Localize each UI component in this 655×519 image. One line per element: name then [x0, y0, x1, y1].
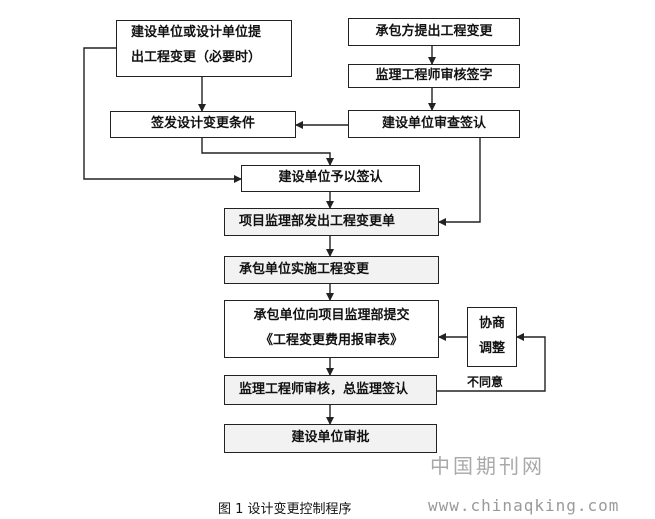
node-issue-design-change: 签发设计变更条件 — [110, 111, 296, 138]
node-owner-signs-off: 建设单位予以签认 — [241, 165, 420, 192]
node-label: 承包方提出工程变更 — [375, 23, 493, 39]
node-contractor-submits: 承包单位向项目监理部提交 《工程变更费用报审表》 — [224, 300, 439, 358]
node-engineer-review-chief-sign: 监理工程师审核，总监理签认 — [224, 375, 437, 405]
node-label: 监理工程师审核签字 — [375, 67, 493, 83]
node-negotiate-adjust: 协商 调整 — [467, 307, 517, 367]
node-label: 建设单位审批 — [291, 430, 370, 446]
watermark-url: www.chinaqking.com — [428, 496, 620, 515]
watermark-text: 中国期刊网 — [430, 454, 545, 478]
label-disagree: 不同意 — [467, 375, 504, 389]
node-line: 调整 — [478, 341, 505, 356]
node-owner-approves: 建设单位审批 — [224, 424, 437, 453]
node-contractor-implements: 承包单位实施工程变更 — [224, 256, 439, 284]
node-owner-reviews-confirms: 建设单位审查签认 — [348, 110, 520, 138]
figure-caption: 图 1 设计变更控制程序 — [218, 502, 352, 517]
node-owner-or-designer-proposes: 建设单位或设计单位提 出工程变更（必要时） — [116, 20, 292, 77]
node-line: 承包单位向项目监理部提交 — [253, 308, 410, 324]
node-label: 监理工程师审核，总监理签认 — [239, 381, 409, 397]
node-line: 建设单位或设计单位提 — [131, 25, 262, 40]
node-line: 协商 — [478, 316, 505, 332]
node-label: 项目监理部发出工程变更单 — [239, 213, 396, 229]
node-label: 建设单位审查签认 — [381, 115, 486, 131]
node-line: 《工程变更费用报审表》 — [259, 333, 403, 348]
node-label: 签发设计变更条件 — [150, 116, 255, 132]
node-engineer-reviews-signs: 监理工程师审核签字 — [348, 64, 520, 88]
node-supervision-issues-order: 项目监理部发出工程变更单 — [224, 208, 439, 236]
node-label: 建设单位予以签认 — [278, 170, 383, 186]
node-line: 出工程变更（必要时） — [131, 49, 262, 65]
node-label: 承包单位实施工程变更 — [239, 261, 370, 277]
node-contractor-proposes: 承包方提出工程变更 — [348, 18, 520, 46]
